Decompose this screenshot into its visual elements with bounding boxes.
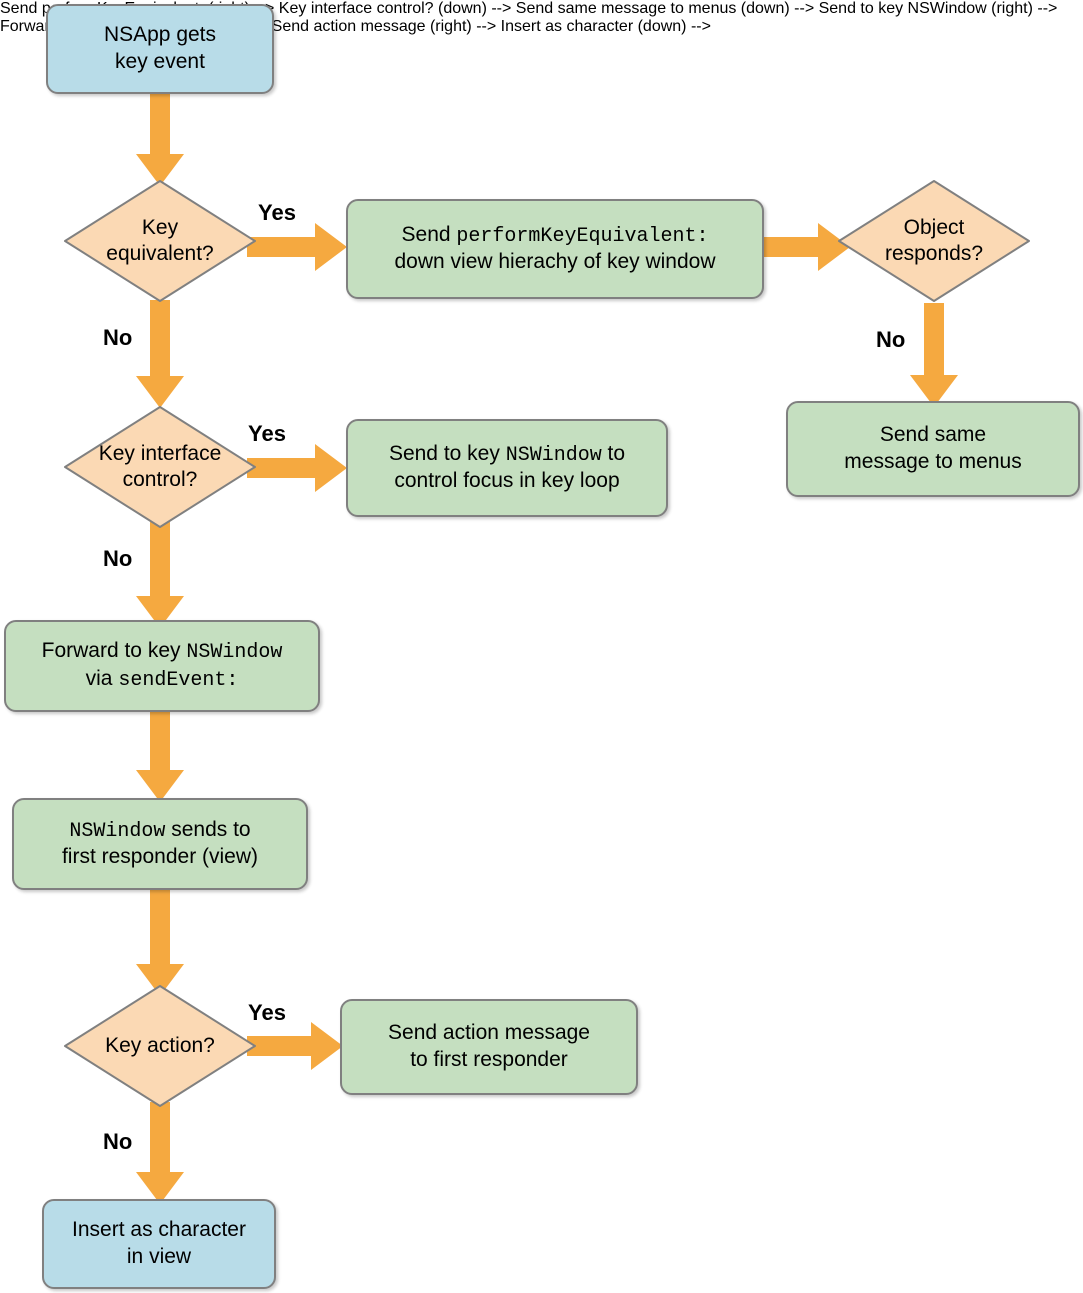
node-nsapp-gets-key-event[interactable]: NSApp gets key event bbox=[46, 4, 274, 94]
node-text-line-1: NSApp gets bbox=[103, 23, 217, 47]
node-key-action[interactable]: Key action? bbox=[62, 983, 258, 1109]
arrow-forward-to-nswindow-sends bbox=[136, 706, 184, 802]
edge-label-key-interface-control-no: No bbox=[103, 546, 133, 571]
node-text-line-2: key event bbox=[115, 50, 205, 73]
node-insert-as-character[interactable]: Insert as character in view bbox=[42, 1199, 276, 1289]
node-send-action-message[interactable]: Send action message to first responder bbox=[340, 999, 638, 1095]
arrow-key-action-yes bbox=[247, 1022, 343, 1070]
node-text-line-1: Send action message bbox=[388, 1021, 590, 1045]
node-text-line-1-code: NSWindow bbox=[505, 443, 602, 467]
node-text-line-1-code: NSWindow bbox=[186, 641, 283, 665]
node-text-line-2: control focus in key loop bbox=[394, 469, 620, 493]
node-send-perform-key-equivalent[interactable]: Send performKeyEquivalent: down view hie… bbox=[346, 199, 764, 299]
edge-label-key-interface-control-yes: Yes bbox=[248, 421, 286, 446]
node-text-line-1: Send same bbox=[879, 423, 987, 447]
node-text-line-1-prefix: Send to key bbox=[388, 441, 506, 465]
edge-label-key-action-no: No bbox=[103, 1129, 133, 1154]
node-text-line-1-prefix: Forward to key bbox=[41, 639, 187, 663]
node-insert-as-character-text: Insert as character in view bbox=[62, 1217, 256, 1271]
node-text-line-2-code: sendEvent: bbox=[118, 669, 239, 692]
node-object-responds[interactable]: Object responds? bbox=[836, 178, 1032, 304]
node-send-to-key-nswindow-text: Send to key NSWindow to control focus in… bbox=[379, 441, 635, 495]
node-text-line-2-prefix: via bbox=[85, 667, 119, 690]
node-text-line-2: first responder (view) bbox=[61, 845, 259, 869]
node-nswindow-sends-to-first-responder-text: NSWindow sends to first responder (view) bbox=[52, 817, 268, 871]
node-send-perform-key-equivalent-text: Send performKeyEquivalent: down view hie… bbox=[385, 222, 726, 276]
arrow-object-responds-no bbox=[910, 303, 958, 407]
node-key-equivalent[interactable]: Key equivalent? bbox=[62, 178, 258, 304]
edge-label-key-equivalent-no: No bbox=[103, 325, 133, 350]
node-nswindow-sends-to-first-responder[interactable]: NSWindow sends to first responder (view) bbox=[12, 798, 308, 890]
node-text-line-2: message to menus bbox=[844, 450, 1022, 473]
node-text-line-2: in view bbox=[126, 1245, 192, 1268]
node-text-line-1: Insert as character bbox=[72, 1218, 246, 1242]
node-send-same-message-to-menus[interactable]: Send same message to menus bbox=[786, 401, 1080, 497]
arrow-perform-to-object-responds bbox=[762, 223, 850, 271]
arrow-key-interface-control-yes bbox=[247, 444, 347, 492]
arrow-nsapp-to-key-equivalent bbox=[136, 92, 184, 186]
arrow-key-interface-control-no bbox=[136, 522, 184, 628]
arrow-key-equivalent-yes bbox=[247, 223, 347, 271]
node-forward-to-key-nswindow[interactable]: Forward to key NSWindow via sendEvent: bbox=[4, 620, 320, 712]
node-text-line-1-suffix: to bbox=[601, 441, 626, 465]
node-text-line-2: down view hierachy of key window bbox=[394, 250, 716, 274]
node-nsapp-gets-key-event-text: NSApp gets key event bbox=[94, 22, 226, 76]
node-send-action-message-text: Send action message to first responder bbox=[378, 1020, 600, 1074]
edge-label-key-equivalent-yes: Yes bbox=[258, 200, 296, 225]
arrow-key-equivalent-no bbox=[136, 300, 184, 408]
arrow-key-action-no bbox=[136, 1102, 184, 1204]
edge-label-key-action-yes: Yes bbox=[248, 1000, 286, 1025]
node-forward-to-key-nswindow-text: Forward to key NSWindow via sendEvent: bbox=[32, 638, 293, 693]
node-send-to-key-nswindow[interactable]: Send to key NSWindow to control focus in… bbox=[346, 419, 668, 517]
arrow-nswindow-sends-to-key-action bbox=[136, 886, 184, 996]
node-text-line-2: to first responder bbox=[410, 1048, 568, 1071]
node-text-line-1-code: performKeyEquivalent: bbox=[456, 224, 709, 248]
node-key-interface-control[interactable]: Key interface control? bbox=[62, 404, 258, 530]
node-text-line-1-suffix: sends to bbox=[165, 817, 251, 841]
node-text-line-1-prefix: Send bbox=[401, 222, 457, 246]
node-send-same-message-to-menus-text: Send same message to menus bbox=[834, 422, 1031, 476]
node-text-line-1-code: NSWindow bbox=[69, 819, 166, 843]
edge-label-object-responds-no: No bbox=[876, 327, 906, 352]
